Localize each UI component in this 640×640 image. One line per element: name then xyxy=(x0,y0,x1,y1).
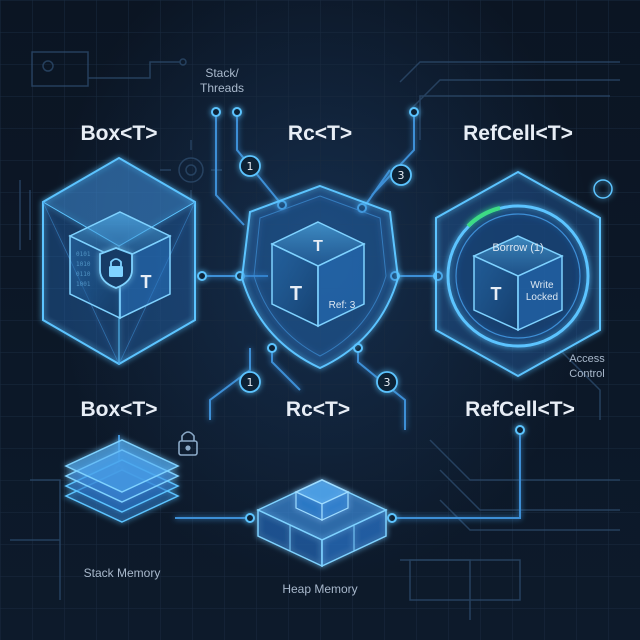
heap-memory-blocks xyxy=(256,479,388,568)
rc-top-title: Rc<T> xyxy=(287,122,353,145)
svg-text:1001: 1001 xyxy=(76,281,91,288)
badge-top-right: 3 xyxy=(398,169,405,182)
stack-memory-layers xyxy=(64,439,180,523)
box-top-title: Box<T> xyxy=(80,122,158,145)
svg-text:0101: 0101 xyxy=(76,251,91,258)
stack-threads-line2: Threads xyxy=(199,81,245,95)
badge-bottom-left: 1 xyxy=(247,376,254,389)
svg-text:0110: 0110 xyxy=(76,271,91,278)
box-inner-cube: 0101 1010 0110 1001 xyxy=(68,211,172,320)
rc-ref-count: Ref: 3 xyxy=(329,300,356,311)
stack-memory-label: Stack Memory xyxy=(83,566,161,580)
circuit-traces xyxy=(10,51,620,620)
refcell-write: Write xyxy=(530,280,554,291)
refcell-top-title: RefCell<T> xyxy=(463,122,573,145)
rc-inner-cube xyxy=(270,221,366,328)
refcell-bottom-title: RefCell<T> xyxy=(465,398,575,421)
refcell-cube-label: T xyxy=(491,284,502,304)
refcell-locked: Locked xyxy=(526,292,558,303)
padlock-icon xyxy=(178,431,198,456)
access-control-line1: Access xyxy=(569,353,605,365)
badge-circles xyxy=(239,155,412,393)
box-bottom-title: Box<T> xyxy=(80,398,158,421)
heap-memory-label: Heap Memory xyxy=(282,582,358,596)
access-control-line2: Control xyxy=(569,368,605,380)
stack-threads-note: Stack/ Threads xyxy=(200,66,244,96)
badge-top-left: 1 xyxy=(247,160,254,173)
shield-lock-icon xyxy=(99,247,133,289)
badge-labels: 1 3 1 3 xyxy=(247,160,405,389)
svg-text:1010: 1010 xyxy=(76,261,91,268)
rc-cube-label-front: T xyxy=(290,283,302,305)
rc-cube-label-top: T xyxy=(313,238,323,255)
refcell-borrow: Borrow (1) xyxy=(492,242,543,254)
refcell-inner-cube xyxy=(472,235,564,332)
rc-bottom-title: Rc<T> xyxy=(285,398,351,421)
stack-threads-line1: Stack/ xyxy=(205,66,239,80)
box-cube-label: T xyxy=(141,272,152,292)
badge-bottom-right: 3 xyxy=(384,376,391,389)
access-control-note: Access Control xyxy=(569,352,604,382)
